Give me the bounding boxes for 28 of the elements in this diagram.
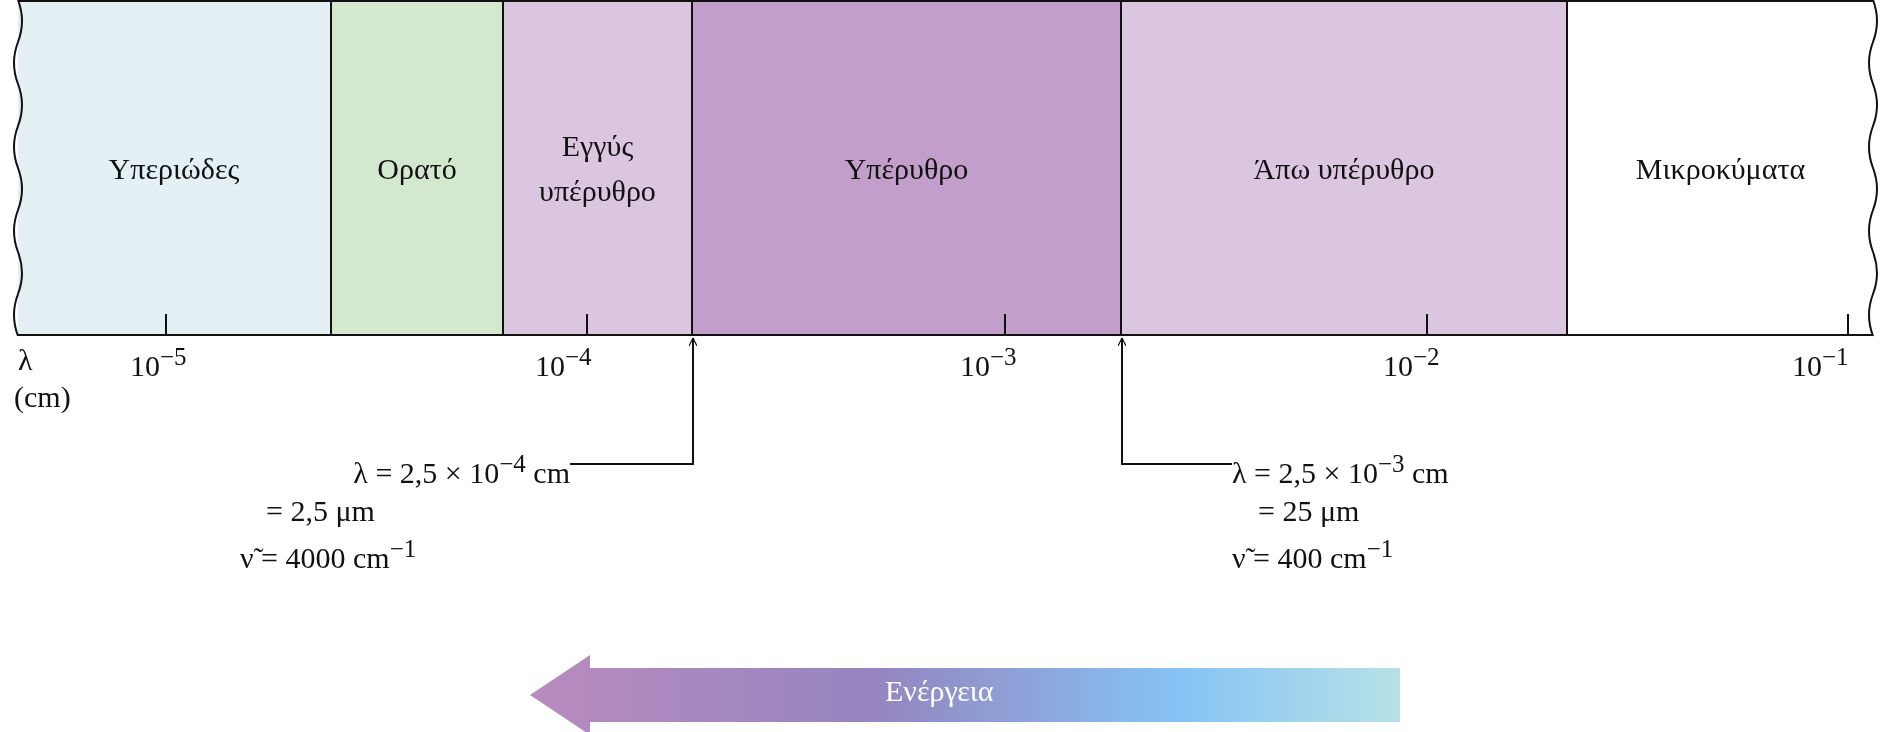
equation-text: = 2,5 μm [265, 493, 376, 529]
band-label: Εγγύς υπέρυθρο [538, 128, 657, 209]
spectrum-band [18, 0, 332, 336]
leader-line [569, 337, 698, 465]
spectrum-band [332, 0, 504, 336]
tick-label: 10$^{−3}$ [960, 343, 1017, 383]
equation-text: = 25 μm [1257, 493, 1361, 529]
band-label: Μικροκύματα [1635, 150, 1806, 187]
equation-text: λ = 2,5 × 10$^{−4}$ cm [352, 449, 570, 491]
band-label: Υπεριώδες [108, 150, 240, 187]
spectrum-band [504, 0, 693, 336]
equation-text: ν̃ = 4000 cm$^{−1}$ [240, 534, 418, 576]
spectrum-band [1122, 0, 1568, 336]
spectrum-band [1568, 0, 1873, 336]
axis-symbol: λ [18, 343, 33, 377]
tick-label: 10$^{−5}$ [130, 343, 187, 383]
equation-text: λ = 2,5 × 10$^{−3}$ cm [1232, 449, 1450, 491]
unit-label: (cm) [14, 380, 71, 414]
tick-label: 10$^{−4}$ [535, 343, 592, 383]
band-label: Υπέρυθρο [844, 150, 969, 187]
spectrum-band [693, 0, 1122, 336]
band-label: Ορατό [377, 150, 457, 187]
band-label: Άπω υπέρυθρο [1253, 150, 1435, 187]
leader-line [1117, 337, 1233, 465]
energy-label: Ενέργεια [885, 674, 994, 708]
tick-label: 10$^{−1}$ [1792, 343, 1849, 383]
tick-label: 10$^{−2}$ [1383, 343, 1440, 383]
equation-text: ν̃ = 400 cm$^{−1}$ [1232, 534, 1395, 576]
